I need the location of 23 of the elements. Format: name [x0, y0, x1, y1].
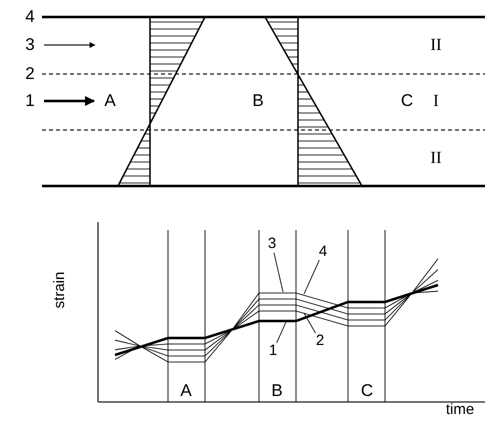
zone-numeral: II [430, 149, 442, 167]
level-number: 4 [25, 8, 35, 26]
level-number: 1 [25, 92, 35, 110]
leader-line [274, 252, 284, 292]
axis-label: time [446, 401, 474, 419]
leader-line [304, 312, 316, 334]
region-letter: C [360, 382, 374, 400]
region-letter: A [180, 382, 192, 400]
curve-number: 4 [318, 243, 328, 261]
region-letter: B [271, 382, 283, 400]
leader-line [304, 260, 320, 294]
level-number: 3 [25, 36, 35, 54]
curve-number: 1 [268, 342, 278, 360]
curve-number: 2 [316, 332, 324, 350]
zone-numeral: I [433, 92, 439, 110]
region-letter: A [104, 92, 116, 110]
leader-line [276, 322, 286, 344]
region-letter: C [400, 92, 414, 110]
zone-numeral: II [430, 36, 442, 54]
curve-number: 3 [268, 235, 276, 253]
region-letter: B [252, 92, 264, 110]
level-number: 2 [25, 65, 35, 83]
axis-label: strain [51, 272, 69, 308]
